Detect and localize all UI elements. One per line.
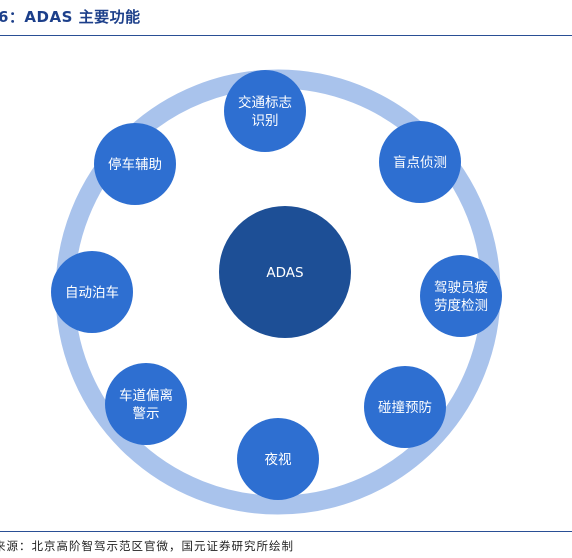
node-label: 盲点侦测 — [393, 154, 447, 171]
node-collision: 碰撞预防 — [364, 366, 446, 448]
node-label: 夜视 — [265, 452, 292, 468]
figure-title: 6：ADAS 主要功能 — [0, 8, 141, 26]
center-node: ADAS — [219, 206, 351, 338]
source-note: 来源：北京高阶智驾示范区官微，国元证券研究所绘制 — [0, 539, 294, 553]
node-blind-spot: 盲点侦测 — [379, 121, 461, 203]
node-label: 驾驶员疲 — [434, 279, 488, 296]
title-rule — [0, 35, 572, 36]
node-circle — [364, 366, 446, 448]
node-label: 警示 — [133, 406, 160, 422]
node-circle — [51, 251, 133, 333]
center-circle — [219, 206, 351, 338]
node-label: 交通标志 — [238, 94, 292, 111]
node-circle — [94, 123, 176, 205]
node-night-vision: 夜视 — [237, 418, 319, 500]
node-circle — [224, 70, 306, 152]
bottom-rule — [0, 531, 572, 532]
node-label: 碰撞预防 — [378, 400, 432, 416]
node-circle — [379, 121, 461, 203]
node-park-assist: 停车辅助 — [94, 123, 176, 205]
node-auto-park: 自动泊车 — [51, 251, 133, 333]
node-circle — [105, 363, 187, 445]
node-label: 车道偏离 — [119, 387, 173, 404]
node-label: 停车辅助 — [108, 156, 162, 173]
node-circle — [420, 255, 502, 337]
center-label: ADAS — [266, 265, 303, 281]
node-label: 自动泊车 — [65, 284, 119, 301]
node-label: 劳度检测 — [434, 298, 488, 314]
node-label: 识别 — [252, 113, 279, 129]
node-circle — [237, 418, 319, 500]
